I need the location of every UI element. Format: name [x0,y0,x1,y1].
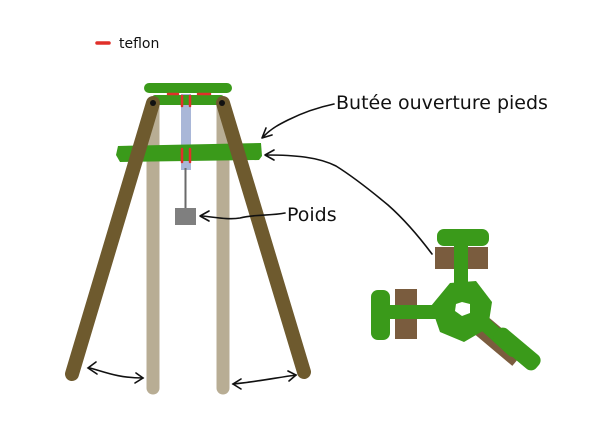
label-poids: Poids [287,204,337,226]
spread-arrow-left [86,361,145,384]
leg-left [65,96,160,381]
pivot-right [219,100,225,106]
legend: teflon [95,36,159,52]
hub-hole [455,302,470,316]
cap-right [493,327,541,371]
top-cap [144,83,232,93]
poids-arrow [201,212,286,220]
top-collar [152,95,224,105]
spread-arrow-right [231,370,298,390]
central-rod [181,94,191,170]
pivot-left [150,100,156,106]
annotation-arrows [199,103,433,255]
butee-arrow [263,103,335,137]
weight-block [175,208,196,225]
leg-right [216,96,311,379]
tripod [65,83,311,395]
cap-left [371,290,390,340]
legend-teflon-label: teflon [119,36,159,52]
label-butee-ouverture-pieds: Butée ouverture pieds [336,92,548,114]
cap-top [437,229,489,246]
teflon-marks [166,92,212,164]
collar-arrow [265,154,433,255]
collar-top-view [371,229,541,371]
